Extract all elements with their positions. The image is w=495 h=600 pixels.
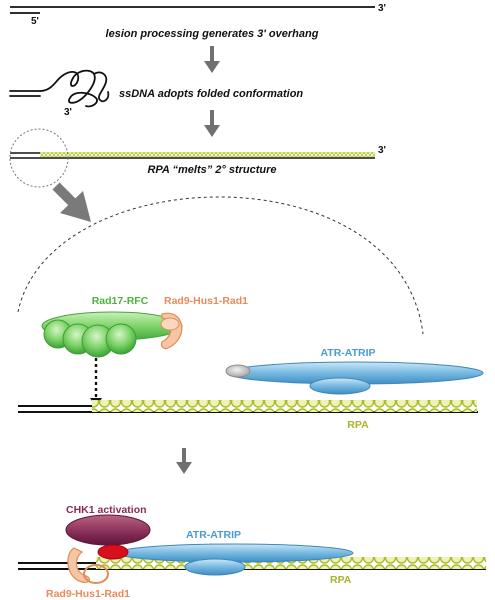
step2-caption: ssDNA adopts folded conformation [119, 88, 303, 100]
down-arrow-2 [204, 110, 220, 137]
folded-ssdna [9, 69, 110, 108]
rpa-label-mid: RPA [347, 419, 369, 431]
rpa-coated-ssdna [10, 152, 375, 159]
rad9-hus1-rad1-clamp-top [160, 312, 183, 350]
step3-caption: RPA “melts” 2° structure [147, 164, 276, 176]
rad17-rfc-complex [41, 311, 183, 358]
chk1-protein [65, 514, 151, 546]
zoom-arc [17, 196, 424, 335]
rpa-label-bottom: RPA [330, 574, 352, 586]
step1-caption: lesion processing generates 3' overhang [106, 28, 319, 40]
zoom-arrow [52, 182, 91, 222]
atr-activation-site [97, 544, 129, 560]
five-prime-label: 5' [31, 16, 39, 27]
rad9-hus1-rad1-clamp-bottom [67, 547, 109, 584]
chk1-activation-label: CHK1 activation [66, 504, 147, 516]
rad9-hus1-rad1-label-top: Rad9-Hus1-Rad1 [164, 295, 248, 307]
rpa-coated-ssdna-zoom [18, 400, 478, 413]
atr-atrip-complex-bottom [116, 543, 354, 576]
three-prime-label-rpa: 3' [378, 145, 386, 156]
zoom-circle [9, 128, 69, 188]
step1-dsdna [10, 6, 375, 14]
down-arrow-3 [176, 448, 192, 474]
rad9-hus1-rad1-label-bottom: Rad9-Hus1-Rad1 [46, 588, 130, 600]
atr-atrip-label-top: ATR-ATRIP [320, 347, 375, 359]
three-prime-label-fold: 3' [64, 107, 72, 118]
down-arrow-1 [204, 46, 220, 73]
atr-atrip-label-bottom: ATR-ATRIP [186, 529, 241, 541]
recruitment-arrow [90, 358, 102, 407]
rad17-rfc-label: Rad17-RFC [92, 295, 149, 307]
atr-atrip-complex-top [225, 361, 484, 395]
three-prime-label-top: 3' [378, 3, 386, 14]
